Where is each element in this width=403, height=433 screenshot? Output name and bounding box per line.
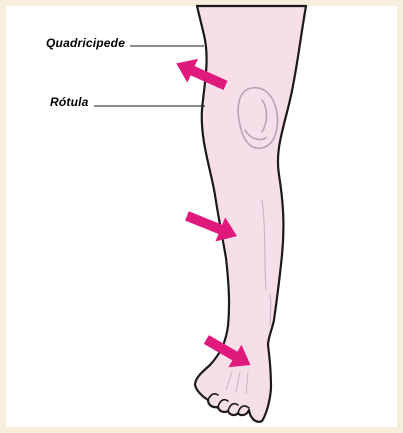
patella-label: Rótula: [50, 95, 89, 109]
leg-shape: [195, 6, 306, 422]
quadriceps-label: Quadricipede: [46, 36, 125, 50]
